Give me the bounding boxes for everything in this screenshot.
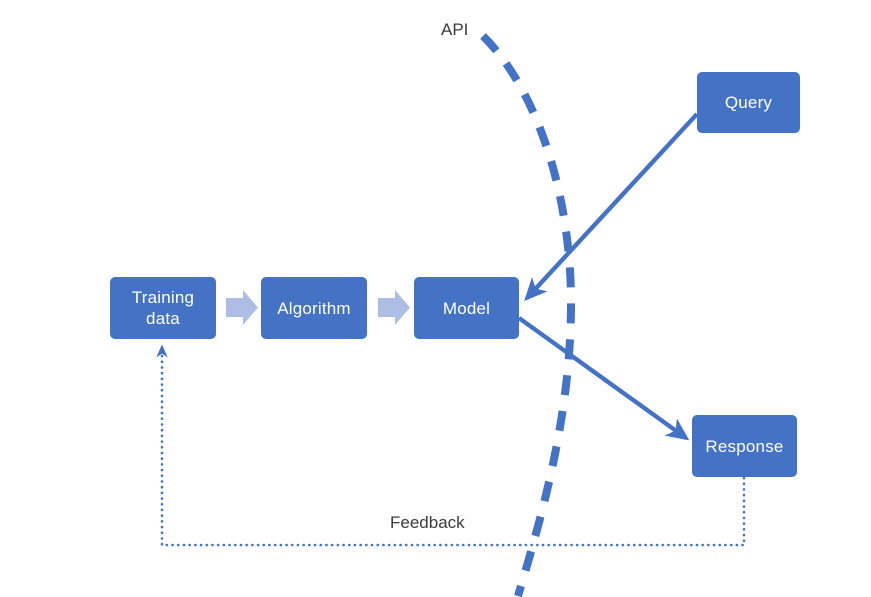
node-model[interactable]: Model <box>414 277 519 339</box>
node-response[interactable]: Response <box>692 415 797 477</box>
node-model-label: Model <box>442 298 491 318</box>
node-training-data-label: Training data <box>131 288 195 328</box>
node-query[interactable]: Query <box>697 72 800 133</box>
feedback-label: Feedback <box>390 513 465 532</box>
node-response-label: Response <box>705 436 784 456</box>
node-algorithm[interactable]: Algorithm <box>261 277 367 339</box>
algorithm-to-model-block-arrow <box>378 290 410 325</box>
node-algorithm-label: Algorithm <box>277 298 351 318</box>
api-boundary-curve <box>480 33 576 597</box>
model-to-response-arrow <box>517 316 690 441</box>
feedback-dotted-path <box>156 344 746 547</box>
node-query-label: Query <box>724 93 773 112</box>
node-training-data[interactable]: Training data <box>110 277 216 339</box>
training-to-algorithm-block-arrow <box>226 290 258 325</box>
query-to-model-arrow <box>524 112 699 302</box>
api-label: API <box>441 20 469 39</box>
